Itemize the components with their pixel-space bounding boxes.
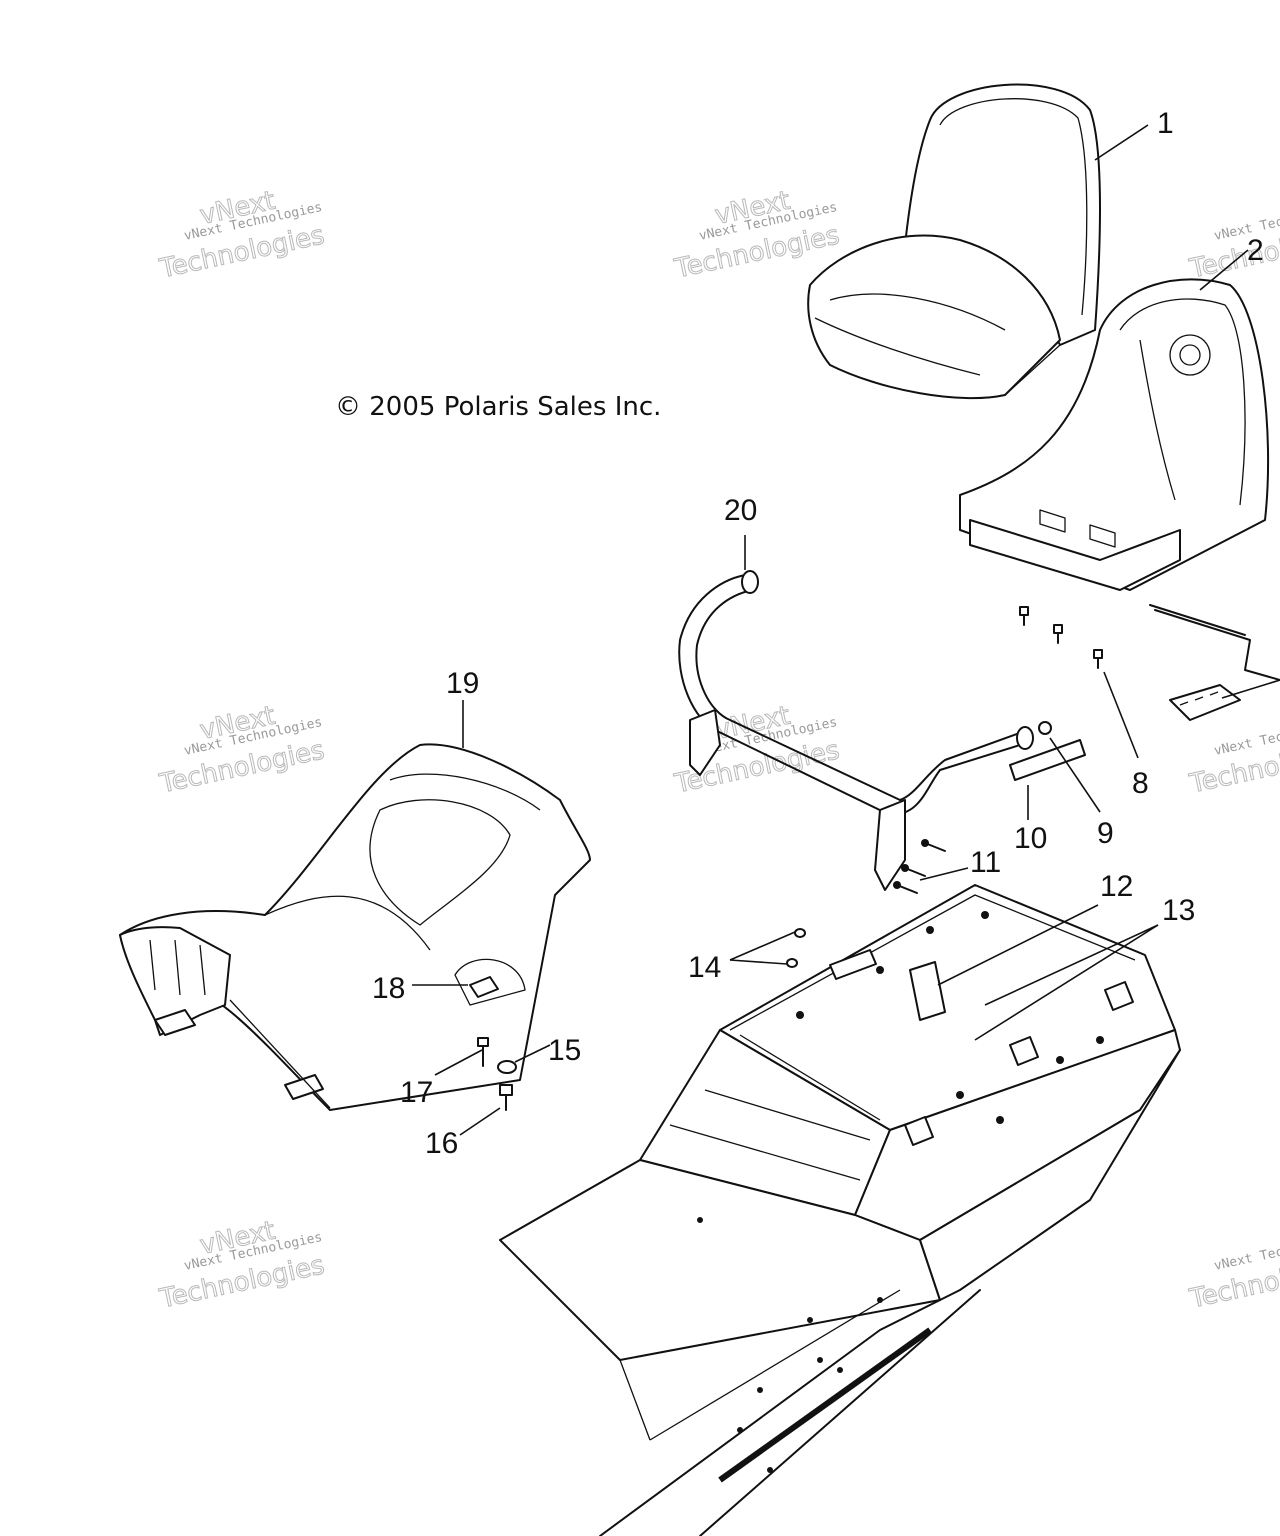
callout-19: 19 bbox=[446, 667, 479, 700]
callout-8: 8 bbox=[1132, 767, 1149, 800]
copyright-text: © 2005 Polaris Sales Inc. bbox=[335, 392, 661, 422]
grab-bar-drawing bbox=[678, 535, 1034, 891]
pin-sleeve-drawing bbox=[1009, 721, 1101, 820]
callout-2: 2 bbox=[1247, 234, 1264, 267]
callout-18: 18 bbox=[372, 972, 405, 1005]
callout-14: 14 bbox=[688, 951, 721, 984]
watermark-1: vNext Technologies Technologies vNext bbox=[156, 185, 328, 285]
watermark-9: vNext Technologies Technologies bbox=[1186, 1230, 1280, 1315]
rear-seat-drawing bbox=[119, 700, 591, 1111]
watermark-7: vNext Technologies Technologies vNext bbox=[156, 1215, 328, 1315]
watermark-3: vNext Technologies Technologies bbox=[1186, 200, 1280, 285]
callout-11: 11 bbox=[970, 846, 1001, 879]
seat-base-drawing bbox=[959, 278, 1270, 591]
watermark-2: vNext Technologies Technologies vNext bbox=[671, 185, 843, 285]
leaders-12-14 bbox=[729, 904, 1159, 1041]
callout-1: 1 bbox=[1157, 107, 1174, 140]
part-number-labels: 1 2 8 9 10 11 12 13 14 15 16 17 18 19 20 bbox=[372, 107, 1264, 1160]
callout-9: 9 bbox=[1097, 817, 1114, 850]
callout-12: 12 bbox=[1100, 870, 1133, 903]
watermark-6: vNext Technologies Technologies bbox=[1186, 715, 1280, 800]
callout-15: 15 bbox=[548, 1034, 581, 1067]
callout-17: 17 bbox=[400, 1076, 433, 1109]
chassis-drawing bbox=[499, 884, 1181, 1536]
callout-13: 13 bbox=[1162, 894, 1195, 927]
hardware-15-17-drawing bbox=[434, 1037, 551, 1136]
callout-16: 16 bbox=[425, 1127, 458, 1160]
watermark-4: vNext Technologies Technologies vNext bbox=[156, 700, 328, 800]
seat-bracket-drawing bbox=[1149, 604, 1280, 721]
callout-20: 20 bbox=[724, 494, 757, 527]
seat-cushion-drawing bbox=[807, 83, 1101, 400]
bolts-8-drawing bbox=[1019, 606, 1139, 759]
callout-10: 10 bbox=[1014, 822, 1047, 855]
fasteners-11-drawing bbox=[893, 839, 969, 894]
leaders-1-2 bbox=[1094, 124, 1249, 291]
